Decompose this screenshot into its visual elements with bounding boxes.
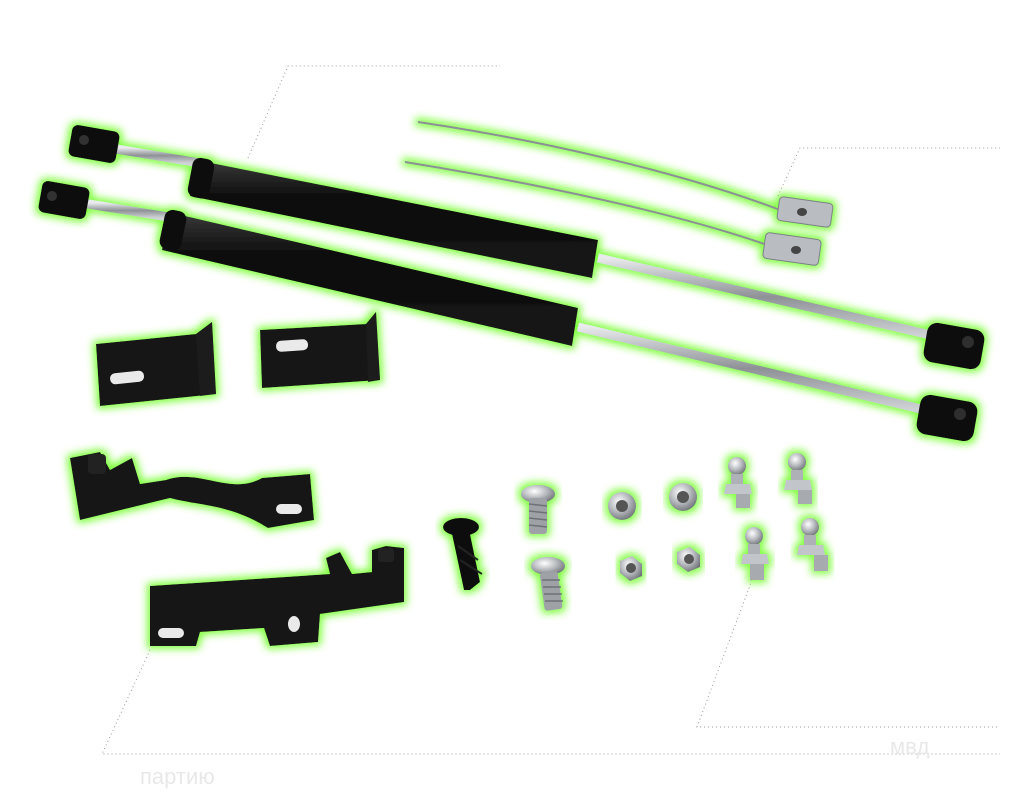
bolt (521, 485, 555, 534)
ball-stud (797, 518, 828, 571)
ball-stud (741, 527, 769, 580)
push-clip (443, 518, 483, 590)
gas-strut (38, 181, 978, 442)
l-bracket (96, 322, 216, 406)
cable-with-tab (417, 121, 834, 228)
hinge-bracket (150, 546, 404, 646)
cable-with-tab (404, 161, 822, 266)
ball-stud (724, 457, 752, 508)
ball-stud (784, 453, 812, 504)
hinge-bracket (70, 452, 314, 528)
nut (677, 547, 700, 572)
l-bracket (260, 312, 380, 388)
guide-lines (101, 65, 1000, 755)
watermark-left: партию (140, 764, 215, 789)
washer (669, 483, 697, 511)
washer (608, 492, 636, 520)
watermark-right: мвд (890, 734, 930, 759)
gas-strut (68, 125, 985, 370)
bolt (531, 557, 565, 611)
nut (620, 556, 642, 581)
